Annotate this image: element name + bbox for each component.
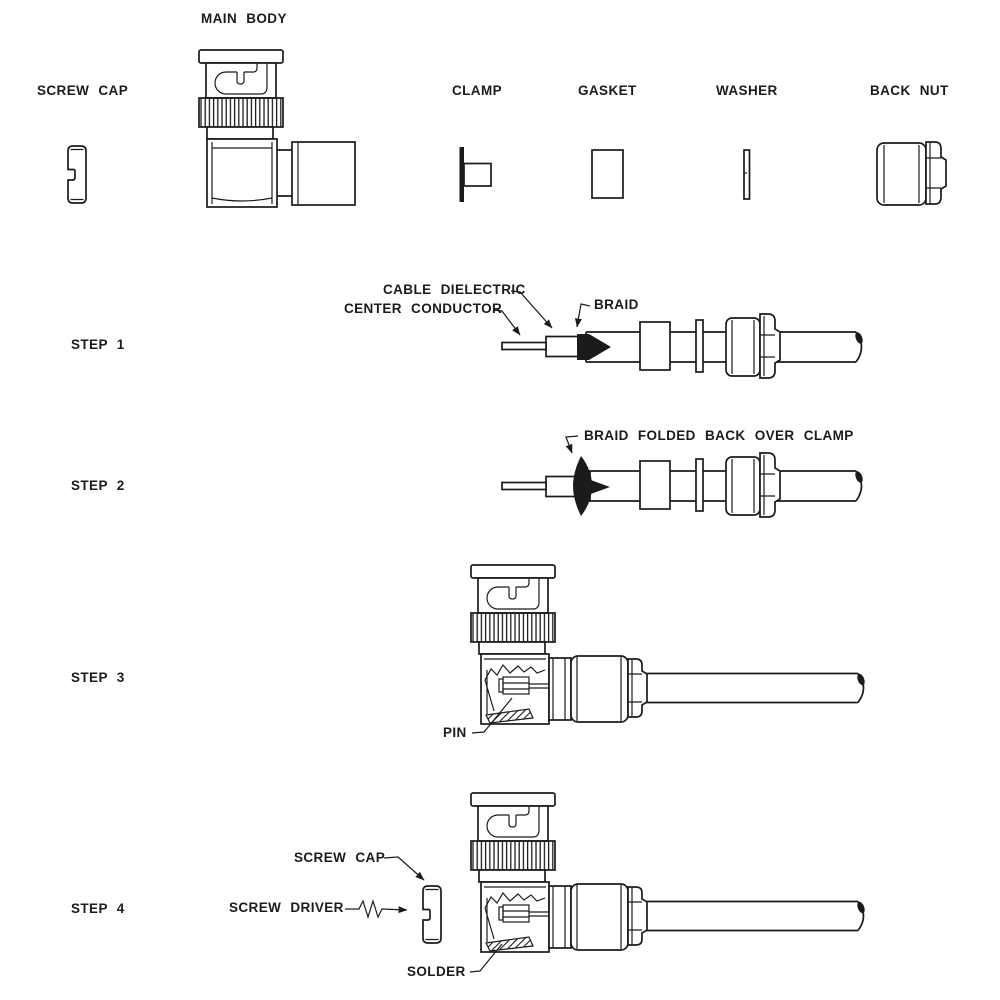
clamp-drawing (459, 147, 492, 202)
step4-screw-cap-drawing (422, 885, 442, 944)
main-body-drawing (198, 49, 356, 208)
step4-connector-drawing (470, 792, 868, 953)
step2-cable-drawing (501, 452, 866, 518)
label-step-3: STEP 3 (71, 670, 125, 685)
label-washer: WASHER (716, 83, 778, 98)
label-cable-dielectric: CABLE DIELECTRIC (383, 282, 526, 297)
label-clamp: CLAMP (452, 83, 502, 98)
label-main-body: MAIN BODY (201, 11, 287, 26)
label-screw-cap: SCREW CAP (37, 83, 129, 98)
leader-pin (471, 697, 513, 734)
leader-screw-cap (383, 856, 425, 881)
washer-drawing (743, 149, 751, 200)
step1-cable-drawing (501, 313, 866, 379)
screw-cap-drawing (67, 145, 87, 204)
label-braid-folded: BRAID FOLDED BACK OVER CLAMP (584, 428, 854, 443)
leader-center-conductor (492, 309, 521, 336)
label-center-conductor: CENTER CONDUCTOR (344, 301, 503, 316)
label-back-nut: BACK NUT (870, 83, 949, 98)
label-gasket: GASKET (578, 83, 637, 98)
label-pin: PIN (443, 725, 467, 740)
label-screw-cap-step4: SCREW CAP (294, 850, 386, 865)
label-braid: BRAID (594, 297, 639, 312)
label-step-4: STEP 4 (71, 901, 125, 916)
leader-cable-dielectric (510, 290, 553, 329)
leader-braid (575, 303, 591, 328)
step3-connector-drawing (470, 564, 868, 725)
gasket-drawing (591, 149, 624, 199)
label-screw-driver: SCREW DRIVER (229, 900, 344, 915)
label-step-1: STEP 1 (71, 337, 125, 352)
label-step-2: STEP 2 (71, 478, 125, 493)
label-solder: SOLDER (407, 964, 466, 979)
leader-braid-folded (565, 435, 579, 454)
back-nut-drawing (876, 141, 947, 206)
leader-solder (469, 943, 503, 973)
leader-screw-driver (345, 898, 408, 920)
